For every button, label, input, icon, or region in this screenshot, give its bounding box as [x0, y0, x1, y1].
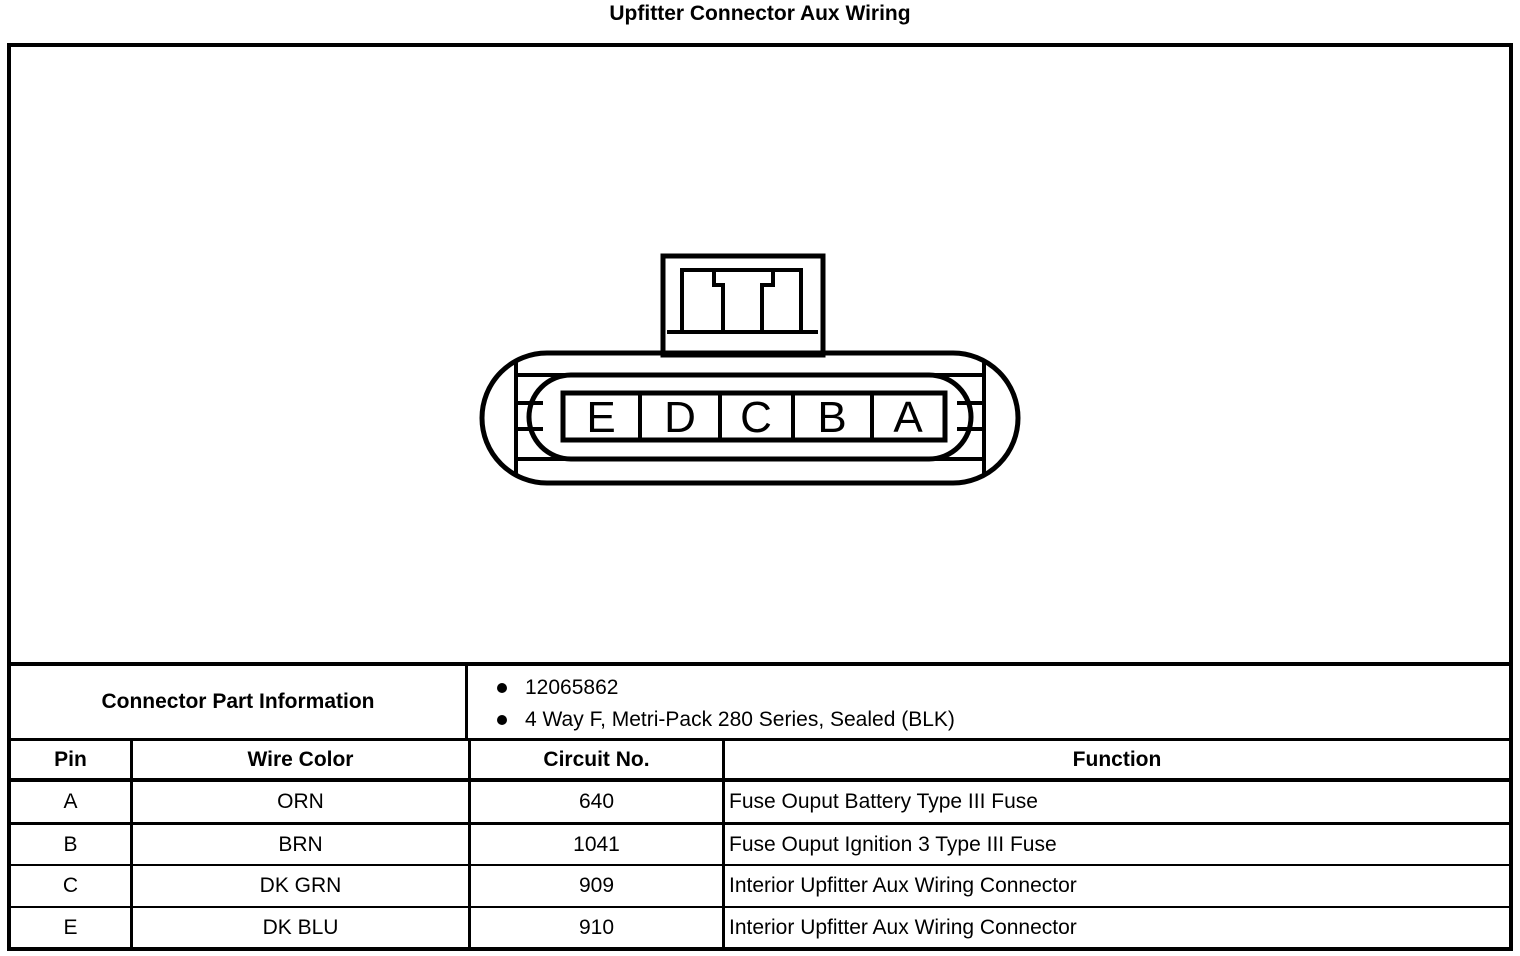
- part-number-text: 12065862: [525, 676, 619, 699]
- pin-label-b: B: [817, 393, 846, 442]
- latch-left-hook: [712, 270, 725, 332]
- pin-label-e: E: [586, 393, 615, 442]
- part-description-text: 4 Way F, Metri-Pack 280 Series, Sealed (…: [525, 708, 955, 731]
- wire-color-cell: DK BLU: [133, 908, 471, 947]
- connector-diagram-area: E D C B A: [11, 47, 1509, 666]
- circuit-no-cell: 640: [471, 782, 725, 822]
- circuit-no-cell: 910: [471, 908, 725, 947]
- pin-row-outline: [560, 390, 948, 443]
- header-wire-color: Wire Color: [133, 741, 471, 778]
- function-cell: Fuse Ouput Battery Type III Fuse: [729, 790, 1038, 813]
- wire-color-cell: DK GRN: [133, 866, 471, 906]
- pin-cell: E: [11, 908, 133, 947]
- table-row: C DK GRN 909 Interior Upfitter Aux Wirin…: [11, 866, 1509, 908]
- part-info-row: Connector Part Information 12065862 4 Wa…: [11, 666, 1509, 741]
- wire-color-cell: BRN: [133, 825, 471, 864]
- connector-drawing: E D C B A: [479, 253, 1021, 486]
- header-pin: Pin: [11, 741, 133, 778]
- pin-cell: B: [11, 825, 133, 864]
- bullet-icon: [497, 683, 507, 693]
- pin-label-d: D: [664, 393, 696, 442]
- part-info-item: 12065862: [497, 672, 1509, 704]
- pin-cell: C: [11, 866, 133, 906]
- function-cell: Fuse Ouput Ignition 3 Type III Fuse: [729, 832, 1057, 856]
- function-cell: Interior Upfitter Aux Wiring Connector: [729, 874, 1077, 897]
- part-info-header-cell: Connector Part Information: [11, 666, 468, 738]
- table-row: E DK BLU 910 Interior Upfitter Aux Wirin…: [11, 908, 1509, 947]
- table-row: A ORN 640 Fuse Ouput Battery Type III Fu…: [11, 782, 1509, 825]
- table-row: B BRN 1041 Fuse Ouput Ignition 3 Type II…: [11, 825, 1509, 866]
- pin-cell: A: [11, 782, 133, 822]
- function-cell: Interior Upfitter Aux Wiring Connector: [729, 915, 1077, 939]
- circuit-no-cell: 1041: [471, 825, 725, 864]
- table-header-row: Pin Wire Color Circuit No. Function: [11, 741, 1509, 782]
- pin-label-c: C: [740, 393, 772, 442]
- page-title: Upfitter Connector Aux Wiring: [609, 2, 911, 25]
- part-info-item: 4 Way F, Metri-Pack 280 Series, Sealed (…: [497, 704, 1509, 736]
- header-circuit-no: Circuit No.: [471, 741, 725, 778]
- circuit-no-cell: 909: [471, 866, 725, 906]
- connector-seal-outline: [526, 372, 974, 462]
- part-info-values-cell: 12065862 4 Way F, Metri-Pack 280 Series,…: [468, 666, 1509, 738]
- latch-right-hook: [760, 270, 775, 332]
- bullet-icon: [497, 715, 507, 725]
- connector-body-outline: [479, 350, 1021, 486]
- pin-label-a: A: [893, 393, 923, 442]
- header-function: Function: [1072, 747, 1162, 771]
- connector-figure-frame: E D C B A Connector Part Information 120…: [7, 43, 1513, 951]
- wire-color-cell: ORN: [133, 782, 471, 822]
- latch-inner-outline: [680, 268, 803, 332]
